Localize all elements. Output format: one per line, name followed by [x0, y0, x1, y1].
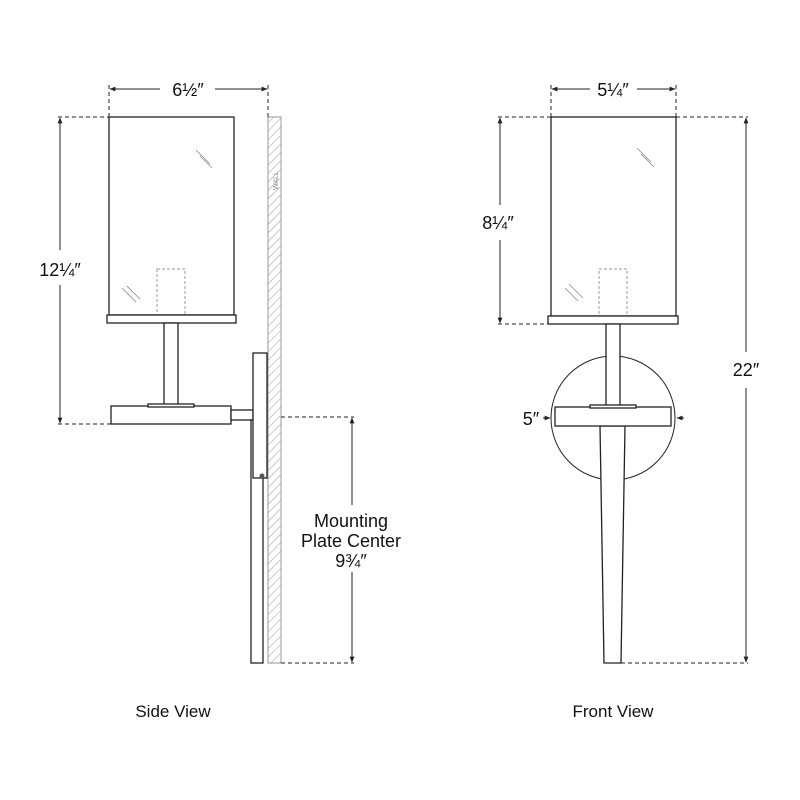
shade-base-ring	[547, 315, 679, 325]
stem	[163, 322, 179, 407]
wall	[267, 116, 282, 664]
stem	[605, 323, 621, 408]
screw-icon	[259, 473, 265, 479]
wall-label: WALL	[273, 171, 280, 190]
overall-height-dimension: 22″	[733, 360, 760, 380]
backplate	[252, 352, 268, 479]
front-view-label: Front View	[573, 702, 655, 721]
socket-outline	[598, 268, 628, 317]
front-width-dimension: 5¼″	[597, 80, 629, 100]
front-view: 5¼″ 8¼″ 5″ 22″ Front View	[482, 80, 760, 721]
stem-cap	[589, 404, 637, 409]
side-height-dimension: 12¼″	[39, 260, 81, 280]
shade	[550, 116, 677, 317]
arm-tube	[230, 409, 254, 421]
shade-height-dimension: 8¼″	[482, 213, 514, 233]
mounting-label-line2: Plate Center	[301, 531, 401, 551]
stem-cap	[147, 403, 195, 408]
side-view: WALL 6½″ 12¼″ Mounting Pla	[39, 80, 401, 721]
shade-base-ring	[106, 314, 237, 324]
glass-glint	[121, 149, 213, 303]
mounting-dimension: 9¾″	[335, 551, 367, 571]
side-width-dimension: 6½″	[172, 80, 204, 100]
arm-plate	[110, 405, 232, 425]
mounting-label-line1: Mounting	[314, 511, 388, 531]
glass-glint	[564, 147, 655, 302]
arm-plate	[554, 406, 672, 427]
side-view-label: Side View	[135, 702, 211, 721]
tail	[599, 425, 626, 664]
shade	[108, 116, 235, 316]
plate-dimension: 5″	[523, 409, 540, 429]
